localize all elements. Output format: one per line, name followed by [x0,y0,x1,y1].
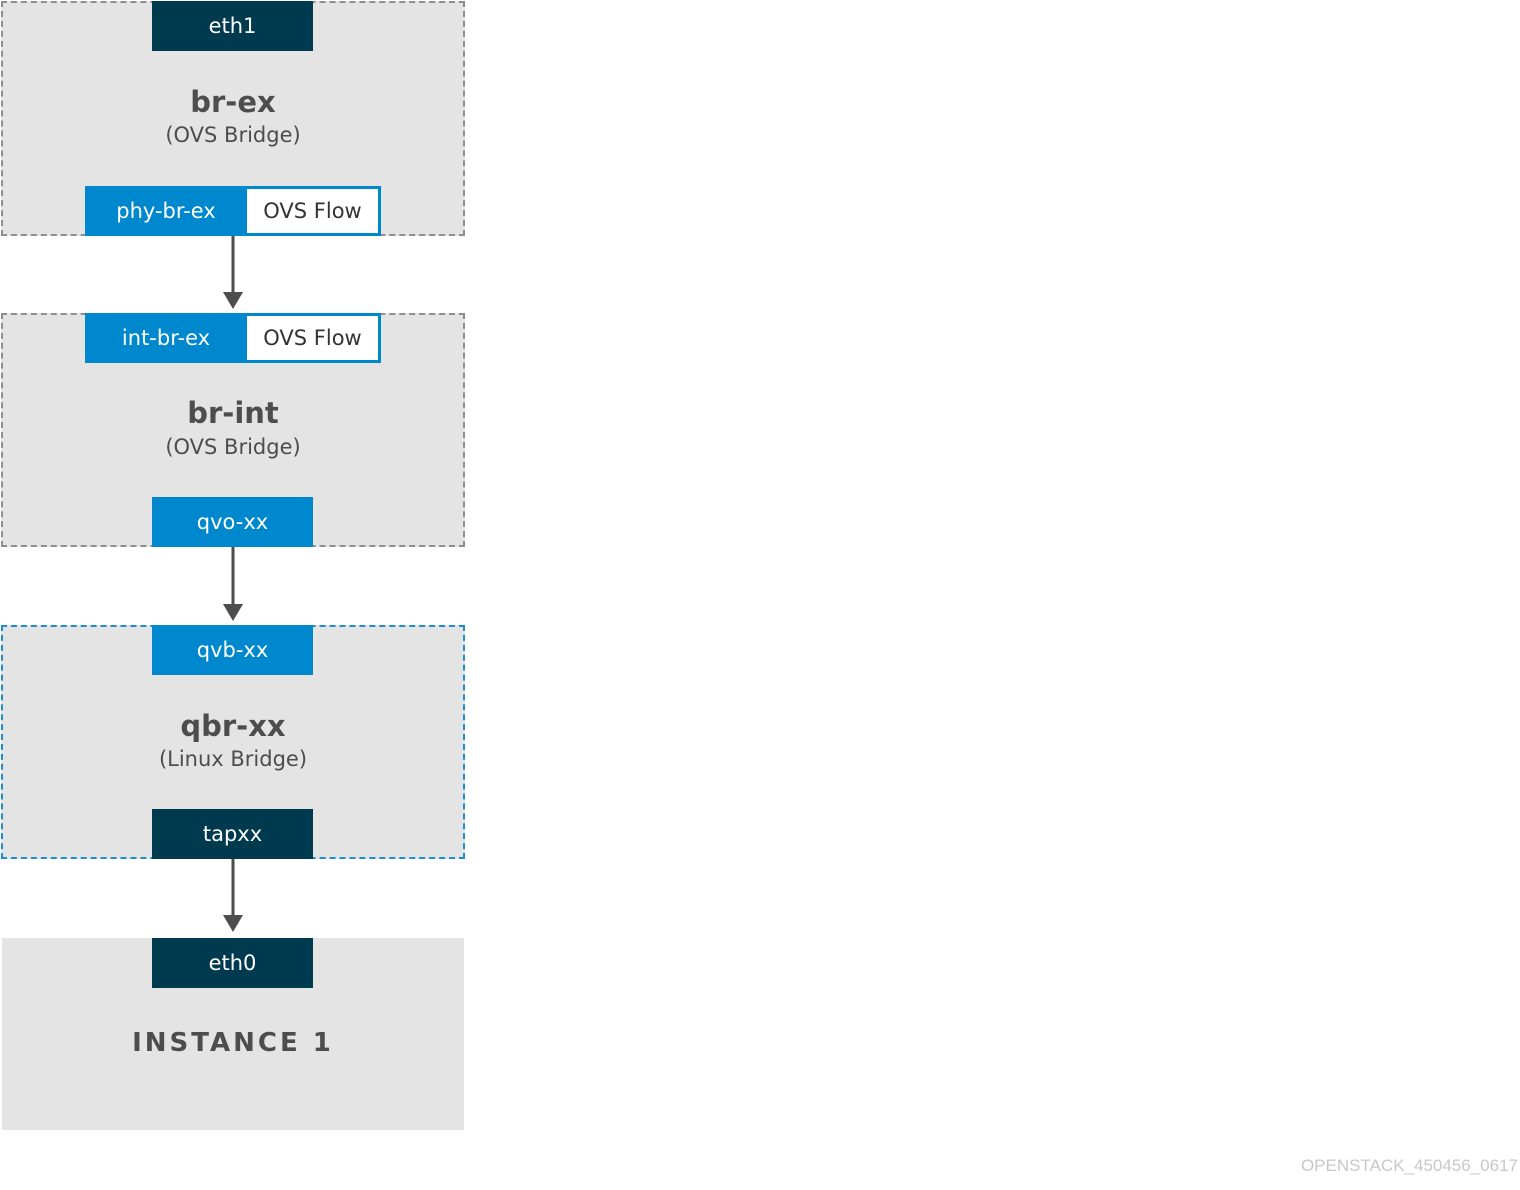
arrow-br-ex-to-br-int [223,236,243,309]
br-int-ovs-flow[interactable]: OVS Flow [247,313,381,363]
qvo-xx-port[interactable]: qvo-xx [152,497,313,547]
arrow-qbr-to-instance [223,859,243,932]
qbr-xx-title: qbr-xx [180,709,286,743]
instance-label: INSTANCE 1 [132,1028,334,1058]
br-ex-type: (OVS Bridge) [165,123,301,147]
int-br-ex-port[interactable]: int-br-ex [85,313,247,363]
br-int-title: br-int [187,396,279,430]
figure-id-watermark: OPENSTACK_450456_0617 [1300,1156,1518,1175]
tapxx-port[interactable]: tapxx [152,809,313,859]
br-ex-ovs-flow[interactable]: OVS Flow [247,186,381,236]
phy-br-ex-port[interactable]: phy-br-ex [85,186,247,236]
arrow-br-int-to-qbr [223,547,243,621]
qvb-xx-port[interactable]: qvb-xx [152,625,313,675]
eth1-port[interactable]: eth1 [152,1,313,51]
qbr-xx-type: (Linux Bridge) [158,747,308,771]
br-int-type: (OVS Bridge) [165,435,301,459]
eth0-port[interactable]: eth0 [152,938,313,988]
br-ex-title: br-ex [190,85,276,119]
